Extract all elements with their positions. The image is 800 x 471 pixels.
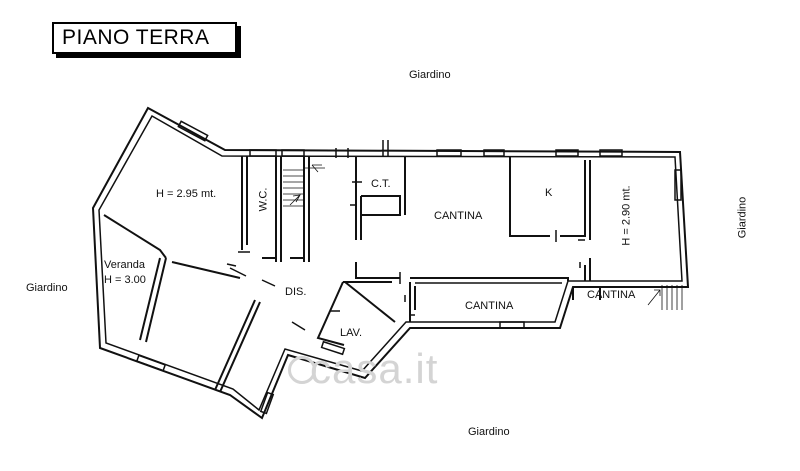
wall-wc-right [275, 156, 282, 262]
garden-label-right: Giardino [736, 196, 749, 239]
dis-label: DIS. [285, 286, 307, 298]
wall-cantina-right [572, 287, 601, 300]
cantina-lower-label: CANTINA [465, 300, 514, 312]
ct-label: C.T. [371, 178, 391, 190]
wall-lav [316, 281, 396, 346]
garden-label-left: Giardino [26, 282, 68, 294]
windows [135, 120, 682, 415]
step-lines [647, 285, 683, 310]
veranda-label: Veranda [104, 259, 145, 271]
title-box: PIANO TERRA [52, 22, 237, 54]
wall-kitchen [509, 157, 591, 240]
room-left-height-label: H = 2.95 mt. [156, 188, 217, 200]
garden-label-bottom: Giardino [468, 426, 510, 438]
cantina-main-label: CANTINA [434, 210, 483, 222]
wall-stair-right [303, 156, 310, 262]
cantina-right-label: CANTINA [587, 289, 636, 301]
wall-lower-rooms [171, 261, 261, 393]
watermark: casa.it [310, 345, 439, 392]
wc-label: W.C. [257, 187, 270, 212]
wall-ct [355, 156, 406, 240]
watermark-logo-icon [288, 356, 316, 384]
lav-label: LAV. [340, 327, 363, 339]
page-title: PIANO TERRA [62, 26, 210, 49]
wall-room-left [103, 214, 167, 259]
wall-cantina-left [409, 282, 416, 322]
garden-label-top: Giardino [409, 69, 451, 81]
wall-wc-left [241, 156, 248, 250]
room-right-height-label: H = 2.90 mt. [620, 185, 633, 246]
wall-right-room-bottom [584, 258, 591, 281]
kitchen-label: K [545, 187, 553, 199]
wall-dis-diag [229, 267, 306, 331]
outer-wall-inner [98, 114, 683, 412]
wall-cantina-top [355, 262, 569, 281]
wall-veranda-right [139, 257, 167, 343]
stair-lines [283, 164, 325, 207]
veranda-height-label: H = 3.00 [104, 274, 146, 286]
door-marks [226, 140, 585, 316]
